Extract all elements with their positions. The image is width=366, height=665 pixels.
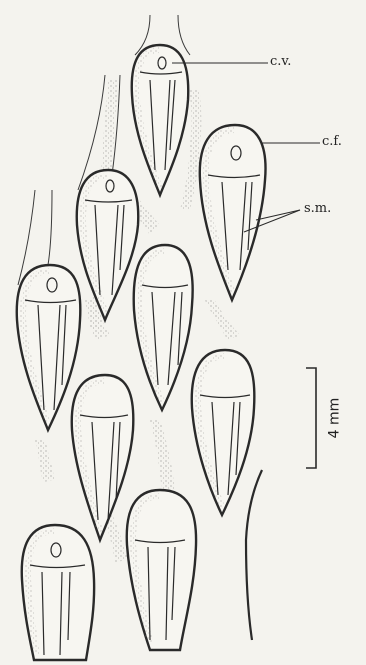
label-cv: c.v. bbox=[270, 55, 291, 68]
label-sm: s.m. bbox=[304, 202, 331, 215]
label-cf: c.f. bbox=[322, 135, 342, 148]
scale-bar bbox=[306, 368, 316, 468]
scale-bar-label: 4 mm bbox=[326, 398, 342, 439]
